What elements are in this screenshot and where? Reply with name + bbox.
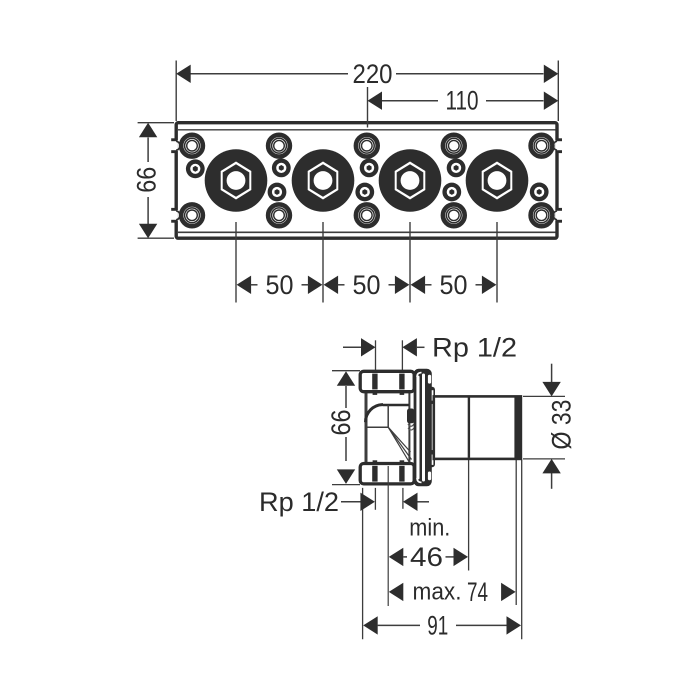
svg-text:46: 46	[410, 542, 443, 572]
svg-text:220: 220	[353, 59, 393, 89]
svg-text:min.: min.	[409, 515, 450, 542]
svg-text:Rp 1/2: Rp 1/2	[432, 332, 517, 362]
svg-text:74: 74	[467, 577, 488, 607]
svg-text:66: 66	[326, 410, 356, 436]
svg-text:50: 50	[353, 270, 381, 300]
svg-text:Rp 1/2: Rp 1/2	[259, 487, 339, 517]
svg-text:91: 91	[427, 610, 448, 640]
svg-text:66: 66	[131, 167, 161, 193]
svg-text:50: 50	[266, 270, 294, 300]
svg-text:Ø 33: Ø 33	[546, 400, 576, 450]
svg-text:max.: max.	[413, 578, 462, 605]
svg-text:50: 50	[440, 270, 468, 300]
svg-text:110: 110	[446, 86, 479, 116]
